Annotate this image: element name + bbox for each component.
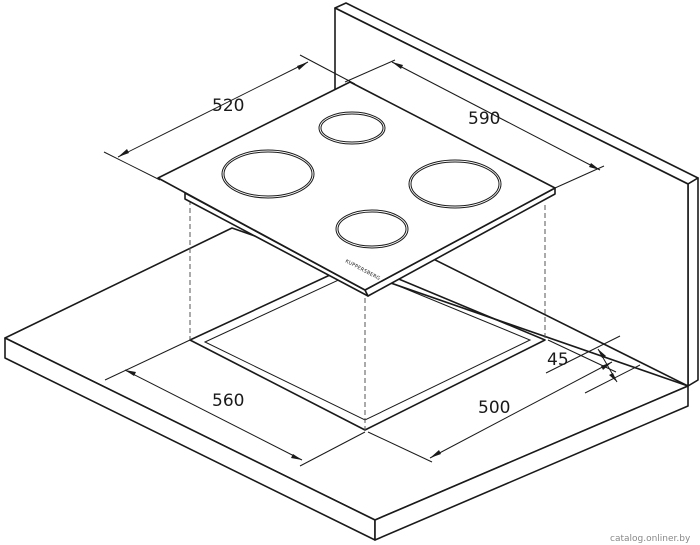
cooking-zone-right-large bbox=[408, 159, 502, 209]
cooking-zone-front-small-inner bbox=[337, 211, 407, 247]
dimension-hob-depth: 520 bbox=[103, 54, 356, 181]
cooking-zone-front-small bbox=[335, 209, 409, 249]
dimension-hob-width: 590 bbox=[344, 59, 605, 189]
watermark: catalog.onliner.by bbox=[610, 534, 691, 544]
hob-panel: KUPPERSBERG bbox=[157, 81, 556, 297]
cooking-zone-right-large-inner bbox=[410, 161, 500, 207]
countertop bbox=[4, 227, 689, 541]
dimension-label-500: 500 bbox=[478, 398, 510, 418]
cooking-zone-left-large-inner bbox=[223, 151, 313, 197]
cutout-opening bbox=[189, 261, 546, 431]
dimension-cutout-depth: 500 bbox=[367, 339, 617, 463]
dimension-label-590: 590 bbox=[468, 109, 500, 129]
dimension-label-520: 520 bbox=[212, 96, 244, 116]
cooking-zone-rear-small bbox=[318, 111, 386, 145]
dimension-label-45: 45 bbox=[547, 350, 569, 370]
cooking-zone-rear-small-inner bbox=[320, 113, 384, 143]
dimension-label-560: 560 bbox=[212, 391, 244, 411]
projection-lines bbox=[189, 200, 546, 430]
dimension-edge-offset: 45 bbox=[545, 335, 641, 394]
cooking-zone-left-large bbox=[221, 149, 315, 199]
dimension-cutout-width: 560 bbox=[104, 339, 366, 467]
